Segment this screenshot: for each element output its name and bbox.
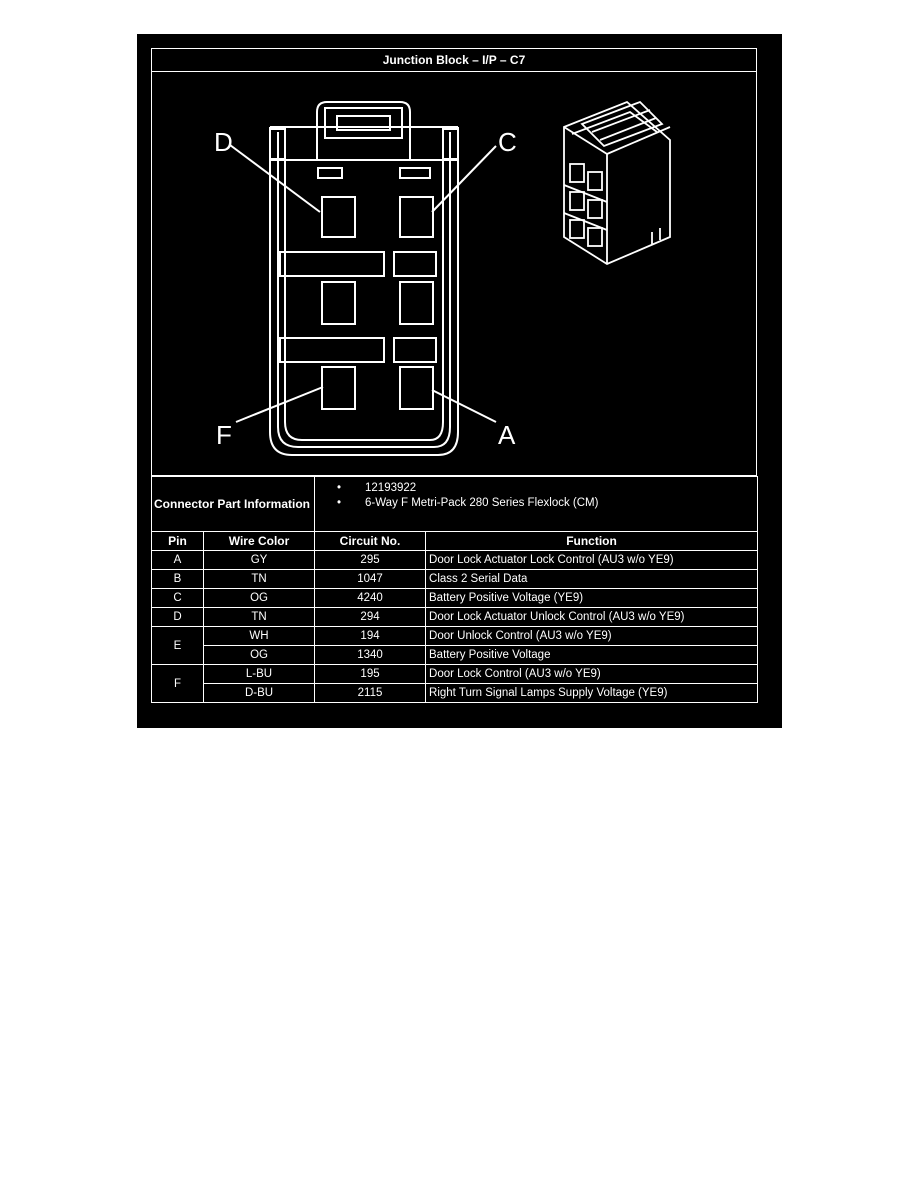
pin-cell: A <box>151 550 204 570</box>
cavity-C <box>399 196 434 238</box>
cavity-E <box>321 281 356 325</box>
function-cell: Door Lock Actuator Unlock Control (AU3 w… <box>425 607 759 627</box>
pin-label-A: A <box>498 420 516 450</box>
function-cell: Class 2 Serial Data <box>425 569 759 589</box>
page-title: Junction Block – I/P – C7 <box>151 48 757 72</box>
table-row: D TN 294 Door Lock Actuator Unlock Contr… <box>151 607 759 627</box>
circuit-cell: 2115 <box>314 683 427 703</box>
function-cell: Battery Positive Voltage (YE9) <box>425 588 759 608</box>
function-cell: Door Lock Control (AU3 w/o YE9) <box>425 664 759 684</box>
table-row: B TN 1047 Class 2 Serial Data <box>151 569 759 589</box>
connector-iso-view <box>563 100 671 266</box>
wire-color-cell: D-BU <box>202 683 316 703</box>
cavity-B <box>399 281 434 325</box>
part-info-label: Connector Part Information <box>150 476 316 532</box>
pin-label-C: C <box>498 127 517 157</box>
header-pin: Pin <box>151 531 204 551</box>
housing-outline <box>269 127 459 456</box>
pin-label-D: D <box>214 127 233 157</box>
table-row: E WH 194 Door Unlock Control (AU3 w/o YE… <box>151 626 759 665</box>
table-header-row: Pin Wire Color Circuit No. Function <box>151 531 759 551</box>
table-row: OG 1340 Battery Positive Voltage <box>152 645 759 665</box>
connector-panel: Junction Block – I/P – C7 <box>137 34 782 728</box>
table-row: A GY 295 Door Lock Actuator Lock Control… <box>151 550 759 570</box>
circuit-cell: 294 <box>314 607 427 627</box>
pin-cell: E <box>151 626 204 665</box>
connector-diagram: D C F A <box>151 71 757 476</box>
function-cell: Right Turn Signal Lamps Supply Voltage (… <box>425 683 759 703</box>
latch-outline <box>316 101 411 160</box>
connector-face-drawing: D C F A <box>214 100 671 456</box>
pin-table: Connector Part Information 12193922 6-Wa… <box>150 476 759 703</box>
part-number: 12193922 <box>337 481 757 496</box>
wire-color-cell: OG <box>202 645 316 665</box>
circuit-cell: 295 <box>314 550 427 570</box>
table-row: C OG 4240 Battery Positive Voltage (YE9) <box>151 588 759 608</box>
cavity-F <box>321 366 356 410</box>
table-row: D-BU 2115 Right Turn Signal Lamps Supply… <box>152 683 759 703</box>
wire-color-cell: L-BU <box>202 664 316 684</box>
wire-color-cell: WH <box>202 626 316 646</box>
pin-cell: B <box>151 569 204 589</box>
table-row: F L-BU 195 Door Lock Control (AU3 w/o YE… <box>151 664 759 703</box>
pin-cell: F <box>151 664 204 703</box>
circuit-cell: 1047 <box>314 569 427 589</box>
wire-color-cell: OG <box>202 588 316 608</box>
circuit-cell: 195 <box>314 664 427 684</box>
circuit-cell: 194 <box>314 626 427 646</box>
pin-cell: D <box>151 607 204 627</box>
pin-label-F: F <box>216 420 232 450</box>
cavity-D <box>321 196 356 238</box>
part-description: 6-Way F Metri-Pack 280 Series Flexlock (… <box>337 496 757 511</box>
header-wire-color: Wire Color <box>202 531 316 551</box>
cavity-A <box>399 366 434 410</box>
function-cell: Door Unlock Control (AU3 w/o YE9) <box>425 626 759 646</box>
header-function: Function <box>425 531 759 551</box>
circuit-cell: 4240 <box>314 588 427 608</box>
wire-color-cell: GY <box>202 550 316 570</box>
part-info-row: Connector Part Information 12193922 6-Wa… <box>150 476 759 532</box>
circuit-cell: 1340 <box>314 645 427 665</box>
pin-cell: C <box>151 588 204 608</box>
wire-color-cell: TN <box>202 607 316 627</box>
function-cell: Battery Positive Voltage <box>425 645 759 665</box>
function-cell: Door Lock Actuator Lock Control (AU3 w/o… <box>425 550 759 570</box>
header-circuit: Circuit No. <box>314 531 427 551</box>
wire-color-cell: TN <box>202 569 316 589</box>
part-info-list: 12193922 6-Way F Metri-Pack 280 Series F… <box>314 476 759 532</box>
